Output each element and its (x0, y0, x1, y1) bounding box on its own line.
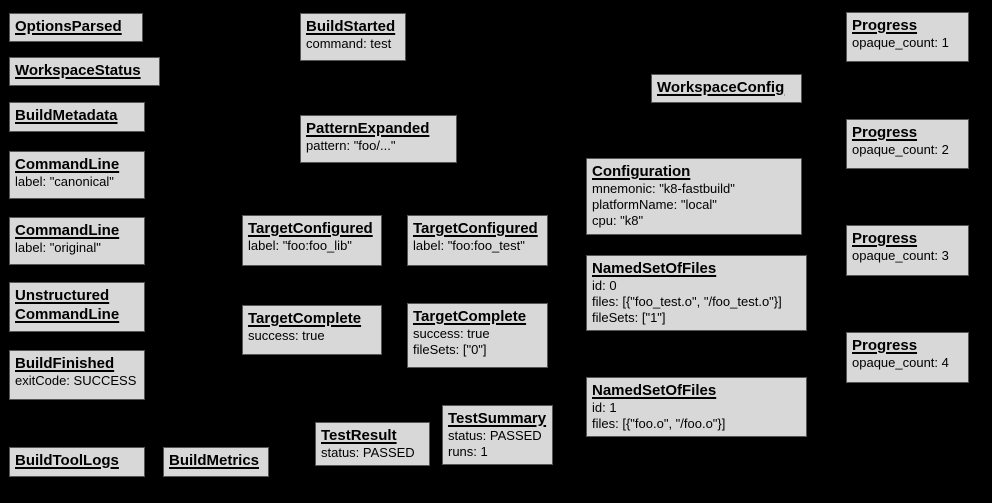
node-field: id: 0 (592, 278, 617, 293)
node-field: id: 1 (592, 400, 617, 415)
node-title: CommandLine (15, 156, 120, 173)
node-field: label: "foo:foo_lib" (248, 238, 352, 253)
node-target-complete-foo-test: TargetComplete success: true fileSets: [… (407, 303, 548, 368)
node-field: success: true (248, 328, 325, 343)
node-title: TestSummary (448, 410, 547, 427)
node-title: CommandLine (15, 222, 120, 239)
node-title: OptionsParsed (15, 18, 122, 35)
node-build-tool-logs: BuildToolLogs (9, 447, 145, 477)
node-title: NamedSetOfFiles (592, 382, 717, 399)
node-title: Progress (852, 230, 918, 247)
node-progress-4: Progress opaque_count: 4 (846, 332, 969, 383)
node-title: NamedSetOfFiles (592, 260, 717, 277)
node-title: Configuration (592, 163, 691, 180)
node-title: TargetComplete (248, 310, 362, 327)
node-field: opaque_count: 1 (852, 35, 949, 50)
node-title: TargetComplete (413, 308, 527, 325)
node-field: status: PASSED (321, 445, 415, 460)
node-field: platformName: "local" (592, 197, 717, 212)
node-test-result: TestResult status: PASSED (315, 422, 430, 466)
node-title: Progress (852, 17, 918, 34)
node-field: opaque_count: 4 (852, 355, 949, 370)
node-title: Unstructured CommandLine (15, 287, 120, 323)
node-target-complete-foo-lib: TargetComplete success: true (242, 305, 382, 355)
node-title: TestResult (321, 427, 397, 444)
node-title: TargetConfigured (248, 220, 373, 237)
node-build-started: BuildStarted command: test (300, 13, 406, 61)
node-title: BuildMetadata (15, 107, 118, 124)
node-test-summary: TestSummary status: PASSED runs: 1 (442, 405, 553, 465)
node-title: BuildToolLogs (15, 452, 119, 469)
node-options-parsed: OptionsParsed (9, 13, 143, 42)
node-field: label: "foo:foo_test" (413, 238, 525, 253)
node-title: BuildStarted (306, 18, 396, 35)
node-command-line-canonical: CommandLine label: "canonical" (9, 151, 145, 199)
node-field: status: PASSED (448, 428, 542, 443)
node-build-metrics: BuildMetrics (163, 447, 269, 477)
node-title: Progress (852, 337, 918, 354)
node-target-configured-foo-test: TargetConfigured label: "foo:foo_test" (407, 215, 548, 266)
node-field: fileSets: ["1"] (592, 310, 666, 325)
node-field: fileSets: ["0"] (413, 342, 487, 357)
node-workspace-config: WorkspaceConfig (651, 74, 802, 103)
node-field: files: [{"foo_test.o", "/foo_test.o"}] (592, 294, 782, 309)
node-title: PatternExpanded (306, 120, 430, 137)
node-field: exitCode: SUCCESS (15, 373, 137, 388)
node-field: success: true (413, 326, 490, 341)
node-named-set-of-files-1: NamedSetOfFiles id: 1 files: [{"foo.o", … (586, 377, 807, 437)
node-field: mnemonic: "k8-fastbuild" (592, 181, 735, 196)
node-title: WorkspaceStatus (15, 62, 141, 79)
node-field: files: [{"foo.o", "/foo.o"}] (592, 416, 726, 431)
node-build-metadata: BuildMetadata (9, 102, 145, 132)
node-field: pattern: "foo/..." (306, 138, 396, 153)
node-title: WorkspaceConfig (657, 79, 785, 96)
node-named-set-of-files-0: NamedSetOfFiles id: 0 files: [{"foo_test… (586, 255, 807, 331)
node-field: cpu: "k8" (592, 213, 644, 228)
node-pattern-expanded: PatternExpanded pattern: "foo/..." (300, 115, 457, 163)
node-title: Progress (852, 124, 918, 141)
node-workspace-status: WorkspaceStatus (9, 57, 160, 86)
node-field: command: test (306, 36, 392, 51)
node-field: runs: 1 (448, 444, 488, 459)
node-unstructured-command-line: Unstructured CommandLine (9, 282, 145, 332)
node-progress-1: Progress opaque_count: 1 (846, 12, 969, 62)
node-build-finished: BuildFinished exitCode: SUCCESS (9, 350, 145, 400)
node-field: opaque_count: 3 (852, 248, 949, 263)
node-progress-3: Progress opaque_count: 3 (846, 225, 969, 276)
node-field: label: "canonical" (15, 174, 114, 189)
node-title: BuildFinished (15, 355, 115, 372)
node-command-line-original: CommandLine label: "original" (9, 217, 145, 265)
node-title: BuildMetrics (169, 452, 260, 469)
node-field: opaque_count: 2 (852, 142, 949, 157)
node-title: TargetConfigured (413, 220, 538, 237)
node-configuration: Configuration mnemonic: "k8-fastbuild" p… (586, 158, 802, 235)
node-progress-2: Progress opaque_count: 2 (846, 119, 969, 169)
node-target-configured-foo-lib: TargetConfigured label: "foo:foo_lib" (242, 215, 382, 266)
node-field: label: "original" (15, 240, 101, 255)
